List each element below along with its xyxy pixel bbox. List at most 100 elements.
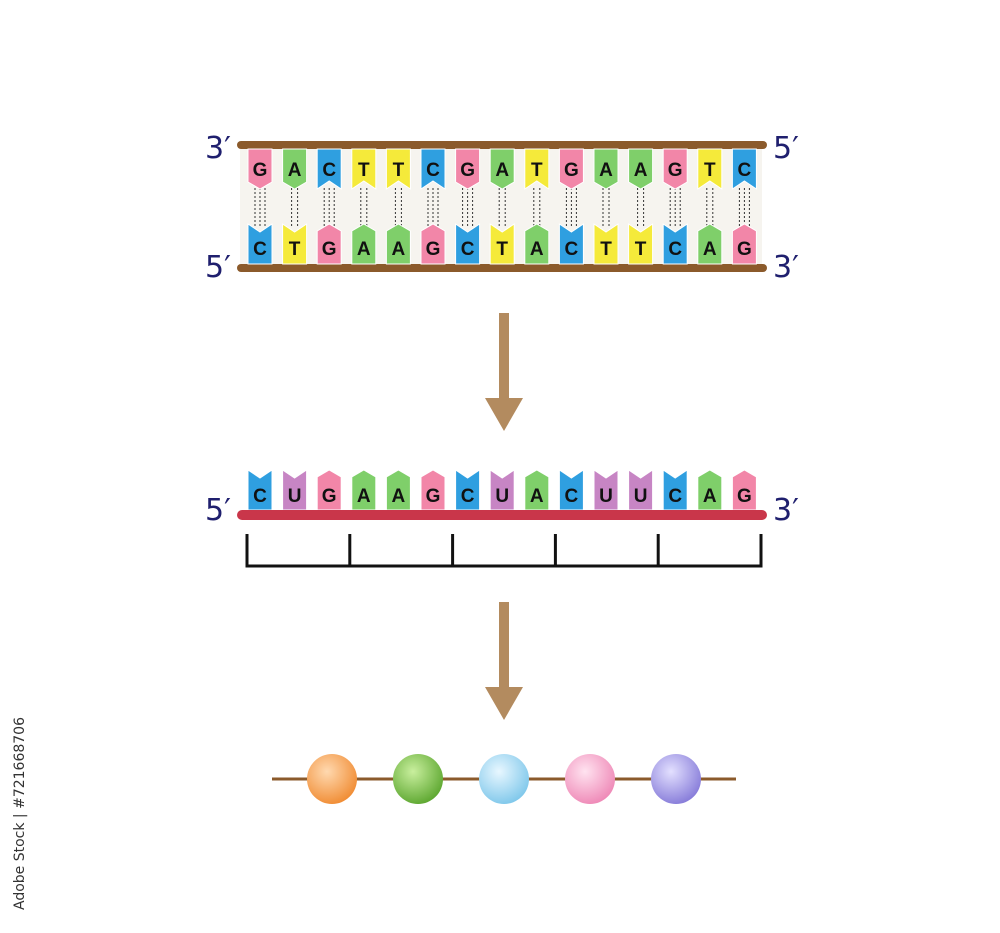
nucleotide-letter: A	[703, 239, 717, 260]
nucleotide-shape	[662, 223, 688, 265]
nucleotide-letter: T	[704, 160, 716, 181]
nucleotide-shape	[351, 223, 377, 265]
nucleotide-shape	[731, 148, 757, 190]
nucleotide-U: U	[282, 469, 308, 511]
nucleotide-letter: G	[737, 239, 752, 260]
nucleotide-shape	[593, 223, 619, 265]
nucleotide-G: G	[731, 469, 757, 511]
nucleotide-letter: T	[635, 239, 647, 260]
nucleotide-A: A	[351, 223, 377, 265]
nucleotide-letter: A	[495, 160, 509, 181]
nucleotide-U: U	[593, 469, 619, 511]
nucleotide-G: G	[420, 469, 446, 511]
dna-bottom-right-end: 3′	[773, 250, 799, 285]
nucleotide-letter: T	[393, 160, 405, 181]
nucleotide-letter: T	[600, 239, 612, 260]
nucleotide-G: G	[662, 148, 688, 190]
nucleotide-C: C	[247, 223, 273, 265]
nucleotide-letter: G	[322, 486, 337, 507]
watermark-text: Adobe Stock | #721668706	[12, 717, 28, 910]
nucleotide-shape	[489, 148, 515, 190]
nucleotide-C: C	[662, 469, 688, 511]
nucleotide-letter: C	[253, 239, 267, 260]
dna-bottom-left-end: 5′	[205, 250, 231, 285]
nucleotide-letter: A	[357, 239, 371, 260]
nucleotide-letter: C	[668, 486, 682, 507]
nucleotide-A: A	[524, 469, 550, 511]
nucleotide-shape	[524, 148, 550, 190]
nucleotide-letter: T	[289, 239, 301, 260]
nucleotide-letter: A	[392, 239, 406, 260]
nucleotide-A: A	[385, 223, 411, 265]
nucleotide-letter: U	[634, 486, 648, 507]
mrna-backbone	[237, 510, 767, 520]
nucleotide-T: T	[385, 148, 411, 190]
transcription-arrow	[485, 313, 523, 431]
nucleotide-G: G	[316, 223, 342, 265]
nucleotide-T: T	[524, 148, 550, 190]
nucleotide-G: G	[731, 223, 757, 265]
nucleotide-shape	[524, 223, 550, 265]
nucleotide-C: C	[731, 148, 757, 190]
nucleotide-T: T	[489, 223, 515, 265]
amino-acid	[479, 754, 529, 804]
nucleotide-A: A	[351, 469, 377, 511]
nucleotide-shape	[662, 148, 688, 190]
mrna-left-end: 5′	[205, 493, 231, 528]
nucleotide-letter: U	[495, 486, 509, 507]
nucleotide-A: A	[697, 223, 723, 265]
nucleotide-letter: G	[564, 160, 579, 181]
nucleotide-shape	[316, 223, 342, 265]
nucleotide-letter: A	[530, 239, 544, 260]
nucleotide-letter: G	[460, 160, 475, 181]
nucleotide-C: C	[558, 223, 584, 265]
amino-acid	[393, 754, 443, 804]
nucleotide-T: T	[628, 223, 654, 265]
nucleotide-A: A	[385, 469, 411, 511]
polypeptide-chain	[272, 754, 736, 804]
nucleotide-letter: U	[599, 486, 613, 507]
nucleotide-A: A	[697, 469, 723, 511]
nucleotide-A: A	[282, 148, 308, 190]
nucleotide-C: C	[558, 469, 584, 511]
nucleotide-A: A	[593, 148, 619, 190]
nucleotide-U: U	[489, 469, 515, 511]
dna-bottom-backbone	[237, 264, 767, 272]
translation-arrow	[485, 602, 523, 720]
nucleotide-letter: T	[496, 239, 508, 260]
amino-acid	[651, 754, 701, 804]
nucleotide-letter: C	[668, 239, 682, 260]
nucleotide-T: T	[351, 148, 377, 190]
nucleotide-shape	[628, 148, 654, 190]
nucleotide-shape	[282, 148, 308, 190]
codon-brackets	[245, 534, 763, 568]
amino-acids	[307, 754, 701, 804]
nucleotide-T: T	[697, 148, 723, 190]
amino-acid	[307, 754, 357, 804]
nucleotide-shape	[455, 223, 481, 265]
nucleotide-shape	[316, 148, 342, 190]
nucleotide-C: C	[316, 148, 342, 190]
nucleotide-letter: G	[322, 239, 337, 260]
nucleotide-letter: A	[288, 160, 302, 181]
nucleotide-letter: G	[668, 160, 683, 181]
nucleotide-G: G	[558, 148, 584, 190]
nucleotide-letter: C	[322, 160, 336, 181]
nucleotide-shape	[351, 148, 377, 190]
dna-top-backbone	[237, 141, 767, 149]
nucleotide-shape	[593, 148, 619, 190]
nucleotide-shape	[731, 223, 757, 265]
nucleotide-shape	[247, 148, 273, 190]
nucleotide-C: C	[247, 469, 273, 511]
nucleotide-A: A	[628, 148, 654, 190]
nucleotide-letter: U	[288, 486, 302, 507]
nucleotide-G: G	[420, 223, 446, 265]
nucleotide-T: T	[282, 223, 308, 265]
nucleotide-letter: C	[461, 239, 475, 260]
nucleotide-letter: A	[703, 486, 717, 507]
nucleotide-letter: C	[461, 486, 475, 507]
